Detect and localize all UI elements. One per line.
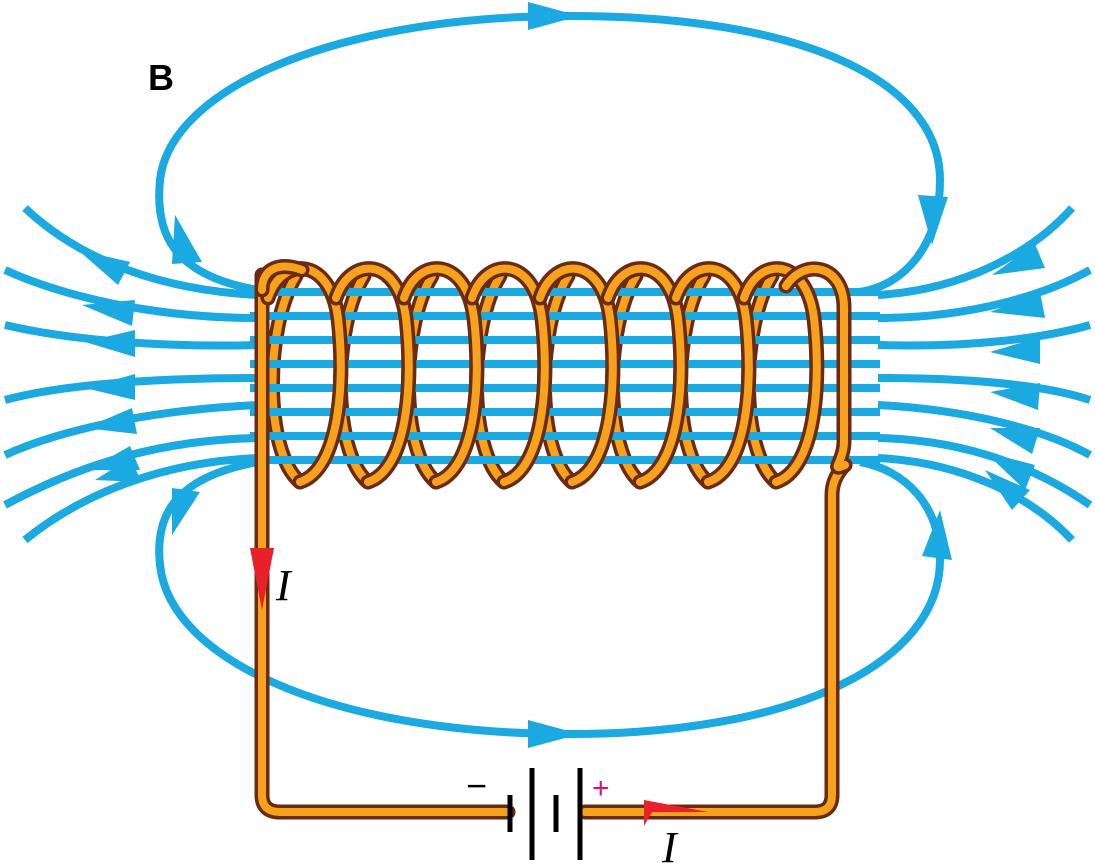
field-arrow-left-2 [82, 300, 135, 326]
field-arrow-right-4 [990, 383, 1040, 410]
field-arrowheads [78, 2, 1045, 748]
wire-right-lead-edge [577, 457, 853, 820]
field-arrow-left-4 [85, 374, 135, 400]
coil-turn-8-front-core [740, 264, 821, 486]
field-arrow-right-3 [990, 337, 1040, 364]
field-arrow-top [528, 2, 580, 30]
field-line-right-6 [877, 434, 1093, 509]
field-line-right-1 [877, 205, 1075, 299]
field-label: B [148, 57, 174, 98]
wire-left-lead-core [258, 271, 512, 816]
field-arrow-left-7 [95, 458, 142, 482]
field-loop-top [155, 11, 945, 296]
field-arrow-left-3 [85, 330, 135, 357]
current-label-left: I [275, 561, 293, 610]
field-arrow-right-7 [985, 470, 1030, 510]
battery-positive-sign: + [592, 772, 610, 805]
current-arrows [250, 548, 708, 826]
current-arrow-left [250, 548, 274, 610]
field-arrow-bottom-left [172, 488, 200, 535]
field-arrow-bottom [528, 720, 580, 748]
field-arrow-left-5 [85, 408, 137, 434]
field-line-right-7 [877, 454, 1075, 543]
coil-lead-right-core [782, 265, 849, 472]
field-line-right-4 [877, 374, 1092, 404]
field-arrow-left-1 [78, 250, 130, 285]
coil-turn-6-front-core [604, 264, 685, 486]
current-label-bottom: I [661, 823, 679, 864]
coil-turn-7-front-core [672, 264, 753, 486]
battery: − + [466, 765, 610, 860]
coil-front-arcs [254, 259, 853, 490]
field-line-right-5 [877, 401, 1092, 459]
field-arrow-top-left [172, 215, 202, 264]
field-line-left-7 [22, 454, 259, 544]
coil-turn-5-front-core [536, 264, 617, 486]
current-arrow-bottom [644, 800, 708, 826]
field-arrow-right-1 [992, 244, 1045, 275]
field-arrow-right-2 [990, 292, 1045, 318]
field-arrow-right-5 [990, 428, 1040, 454]
field-arrow-top-right [918, 195, 948, 245]
battery-negative-sign: − [466, 765, 487, 806]
field-line-right-3 [877, 321, 1092, 350]
field-arrow-bottom-right [922, 510, 952, 560]
wire-right-lead-core [581, 461, 849, 816]
coil-turn-2-front-core [332, 264, 413, 486]
field-arrow-right-6 [985, 452, 1035, 490]
coil-lead-left-core [258, 262, 306, 294]
field-line-right-2 [877, 266, 1092, 322]
coil-turn-3-front-core [400, 264, 481, 486]
coil-turn-4-front-core [468, 264, 549, 486]
